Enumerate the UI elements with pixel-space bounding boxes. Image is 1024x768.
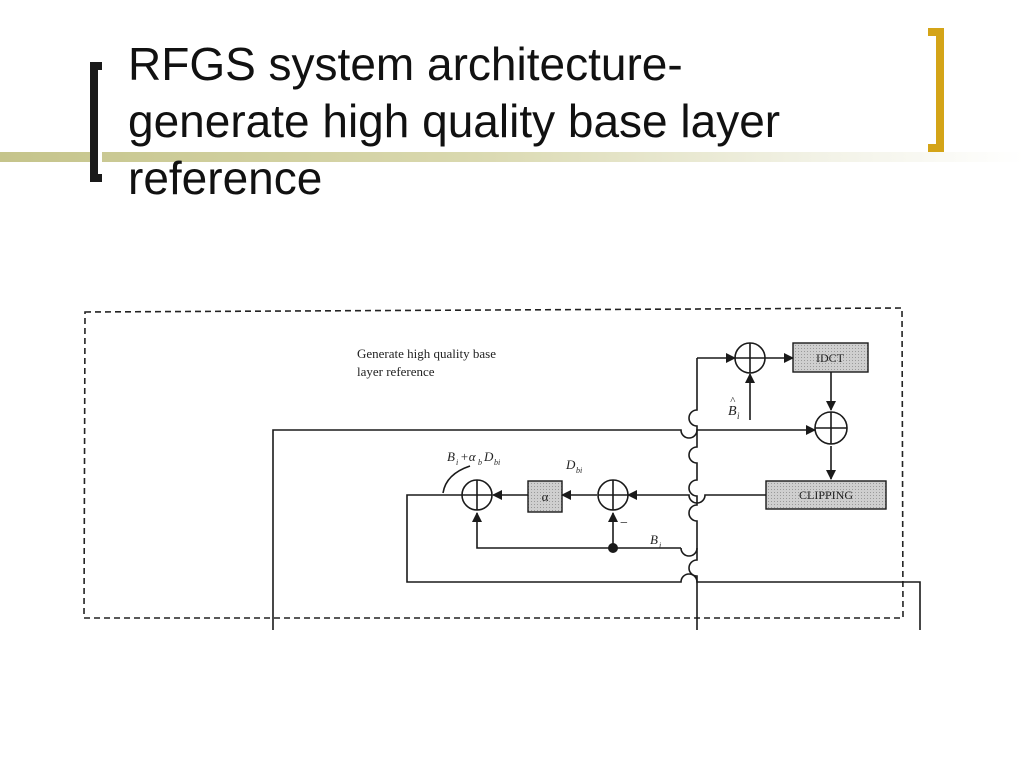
rfgs-architecture-diagram: Generate high quality base layer referen… bbox=[83, 307, 921, 630]
bhat-label: B ^ i bbox=[728, 395, 740, 421]
bi-label: B i bbox=[650, 532, 661, 550]
svg-text:bi: bi bbox=[494, 458, 500, 467]
adder-left bbox=[461, 479, 493, 511]
clipping-to-mid-adder-line bbox=[627, 490, 766, 504]
region-label-line2: layer reference bbox=[357, 364, 435, 379]
svg-text:D: D bbox=[483, 449, 494, 464]
region-label-line1: Generate high quality base bbox=[357, 346, 496, 361]
adder-top bbox=[734, 342, 766, 374]
minus-sign: − bbox=[620, 516, 628, 531]
bi-feedback-line bbox=[477, 513, 698, 557]
svg-text:b: b bbox=[478, 458, 482, 467]
alpha-label: α bbox=[542, 489, 549, 504]
svg-text:bi: bi bbox=[576, 466, 582, 475]
slide-title: RFGS system architecture- generate high … bbox=[128, 38, 781, 204]
dbi-label: D bi bbox=[565, 457, 582, 475]
idct-block bbox=[792, 342, 869, 373]
left-feed-line bbox=[272, 425, 816, 630]
svg-text:B: B bbox=[447, 449, 455, 464]
svg-text:B: B bbox=[728, 404, 737, 419]
title-accent-line bbox=[0, 152, 1024, 162]
alpha-block bbox=[527, 480, 563, 513]
right-bracket-decoration bbox=[928, 28, 944, 152]
left-bracket-decoration bbox=[90, 62, 102, 182]
left-adder-output-line bbox=[406, 494, 921, 630]
svg-text:i: i bbox=[737, 411, 740, 421]
svg-text:D: D bbox=[565, 457, 576, 472]
sum-expression-label: B i +α b D bi bbox=[447, 449, 500, 467]
annotation-curve bbox=[442, 465, 471, 494]
svg-text:B: B bbox=[650, 532, 658, 547]
svg-text:+α: +α bbox=[460, 449, 477, 464]
idct-label: IDCT bbox=[816, 351, 845, 365]
svg-text:i: i bbox=[456, 458, 458, 467]
adder-right bbox=[814, 411, 848, 445]
region-border bbox=[83, 307, 904, 619]
vertical-bus-line bbox=[688, 358, 698, 630]
junction-dot bbox=[608, 543, 618, 553]
adder-mid bbox=[597, 479, 629, 511]
clipping-label: CLIPPING bbox=[799, 488, 853, 502]
svg-text:i: i bbox=[659, 541, 661, 550]
svg-text:^: ^ bbox=[730, 395, 736, 407]
clipping-block bbox=[765, 480, 887, 510]
